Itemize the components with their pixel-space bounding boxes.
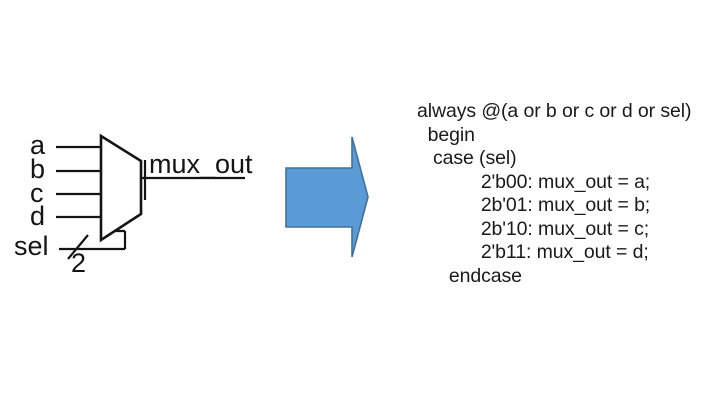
code-line-begin: begin [417,123,475,146]
mux-output-label: mux_out [149,149,253,179]
mux-schematic: a b c d sel 2 mux_out [0,0,290,401]
code-line-case-b11: 2'b11: mux_out = d; [417,241,649,263]
mux-trapezoid-body [99,133,143,243]
mux-input-label-a: a [30,130,46,160]
code-line-always: always @(a or b or c or d or sel) [417,100,692,122]
mux-input-label-d: d [30,201,46,231]
code-line-case: case (sel) [417,147,517,169]
right-arrow-svg [285,136,369,258]
bus-width-slash-icon [67,234,89,260]
mux-select-label: sel [14,231,49,261]
mux-symbol-svg [56,133,245,260]
mux-input-label-b: b [30,154,46,184]
code-line-case-b01: 2b'01: mux_out = b; [417,194,651,216]
mux-input-label-c: c [30,178,44,208]
verilog-code-block: always @(a or b or c or d or sel) begin … [417,100,717,288]
code-line-case-b10: 2b'10: mux_out = c; [417,217,650,240]
right-arrow-polygon [285,136,369,258]
code-line-endcase: endcase [417,264,522,287]
code-line-case-b00: 2'b00: mux_out = a; [417,170,651,193]
bus-width-label: 2 [71,248,87,278]
right-arrow-icon [282,132,372,262]
